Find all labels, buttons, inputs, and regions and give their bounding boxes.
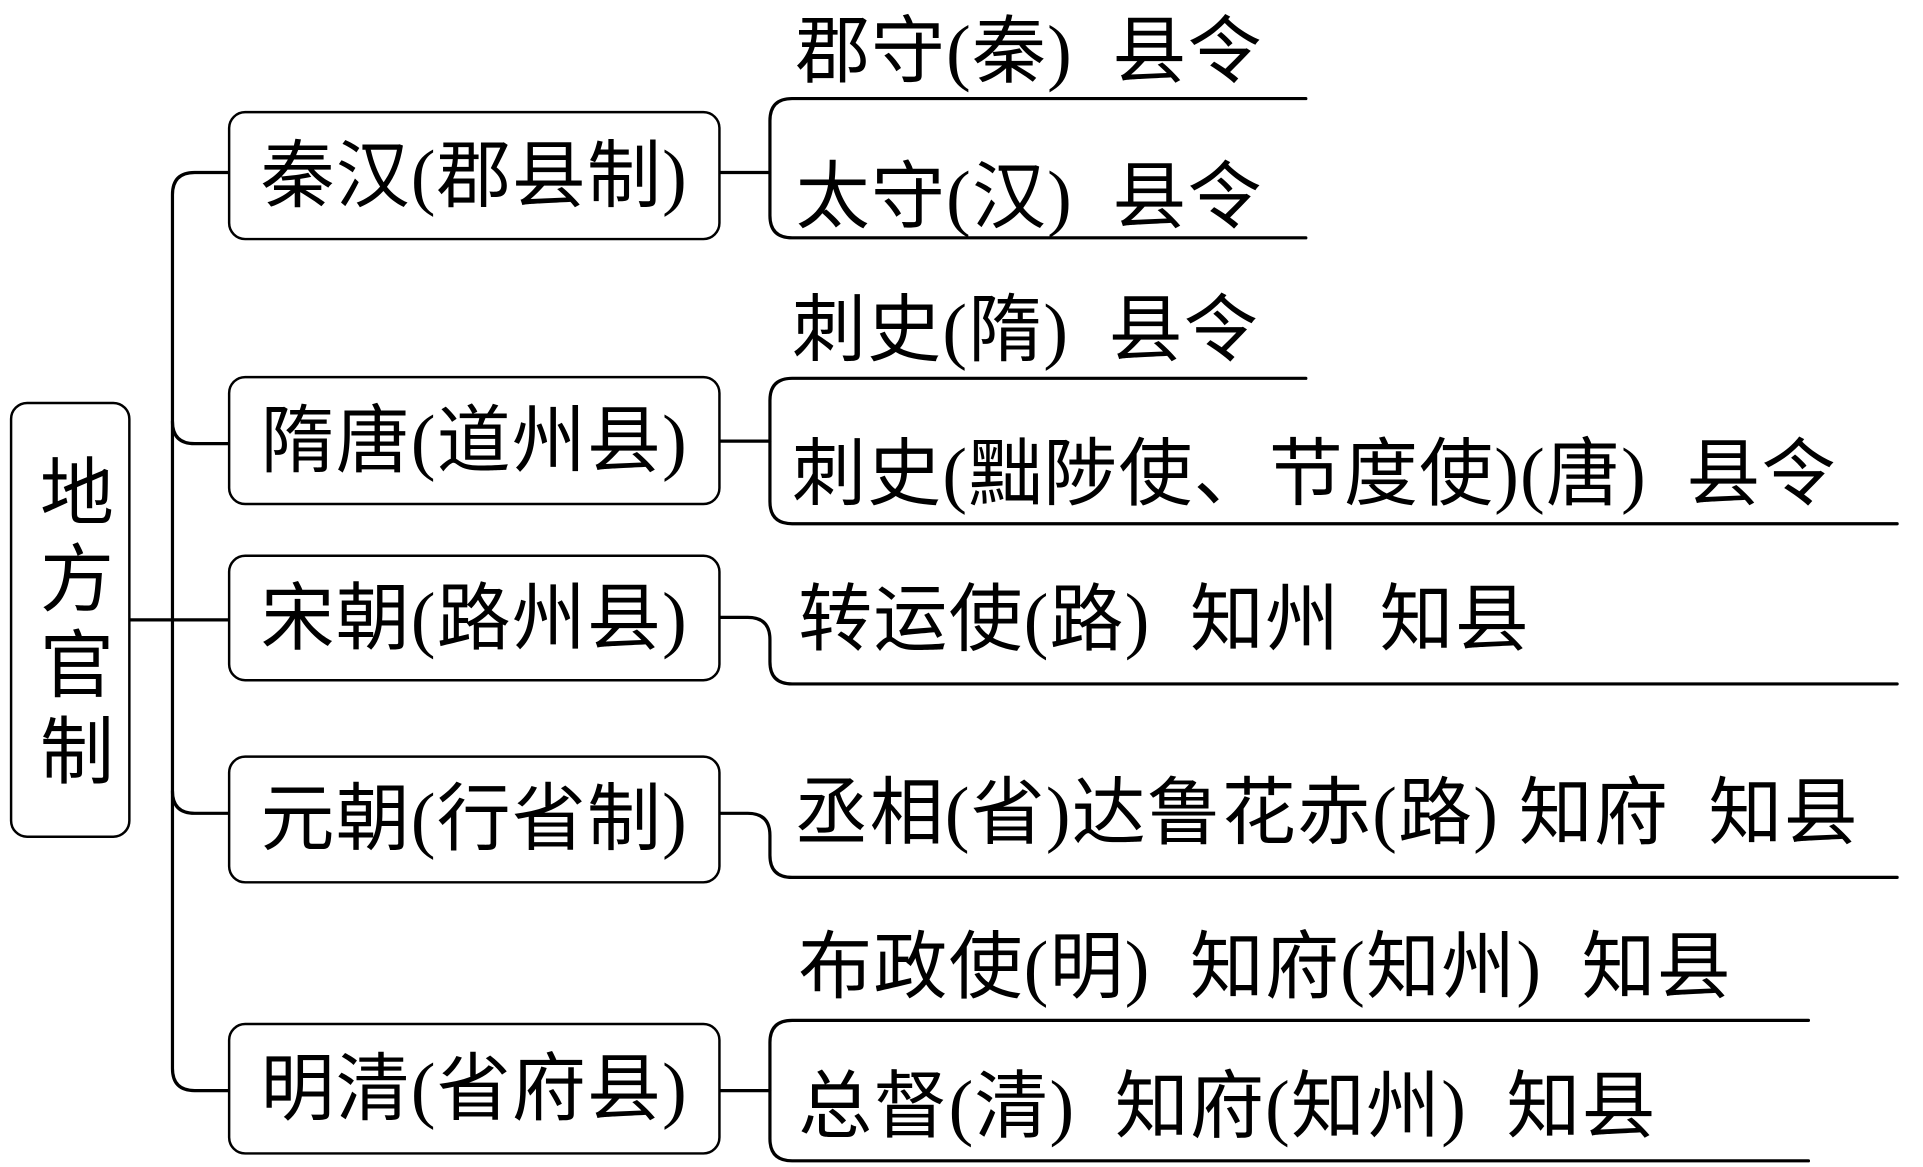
official-text: 布政使(明) 知府(知州) 知县 — [798, 926, 1732, 1009]
branch-node-songchao: 宋朝(路州县) — [227, 554, 721, 682]
trunk-to-suitang-connector — [170, 419, 230, 446]
official-text: 转运使(路) 知州 知县 — [798, 579, 1530, 661]
branch-node-label: 秦汉(郡县制) — [260, 134, 688, 217]
trunk-to-yuanchao-connector — [170, 789, 230, 815]
yuanchao-bracket — [719, 811, 1899, 879]
songchao-bracket — [719, 615, 1899, 686]
branch-node-suitang: 隋唐(道州县) — [227, 375, 721, 506]
branch-node-mingqing: 明清(省府县) — [227, 1022, 721, 1155]
official-text: 刺史(隋) 县令 — [792, 289, 1259, 371]
mingqing-bracket — [768, 1018, 1811, 1163]
root-node: 地方官制 — [9, 401, 131, 838]
branch-node-yuanchao: 元朝(行省制) — [227, 755, 721, 884]
suitang-bracket — [768, 376, 1899, 526]
branch-node-label: 元朝(行省制) — [260, 778, 688, 861]
branch-node-label: 隋唐(道州县) — [260, 399, 688, 482]
branch-node-qinhan: 秦汉(郡县制) — [227, 110, 721, 241]
official-text: 刺史(黜陟使、节度使)(唐) 县令 — [792, 433, 1837, 516]
official-text: 丞相(省)达鲁花赤(路) 知府 知县 — [794, 772, 1859, 854]
branch-node-label: 宋朝(路州县) — [260, 577, 688, 659]
branch-node-label: 明清(省府县) — [260, 1048, 688, 1130]
root-node-label: 地方官制 — [29, 453, 111, 799]
official-text: 总督(清) 知府(知州) 知县 — [798, 1065, 1657, 1148]
official-text: 太守(汉) 县令 — [795, 156, 1263, 238]
qinhan-bracket — [768, 96, 1308, 240]
official-text: 郡守(秦) 县令 — [795, 11, 1263, 93]
trunk-connector — [170, 170, 230, 1093]
